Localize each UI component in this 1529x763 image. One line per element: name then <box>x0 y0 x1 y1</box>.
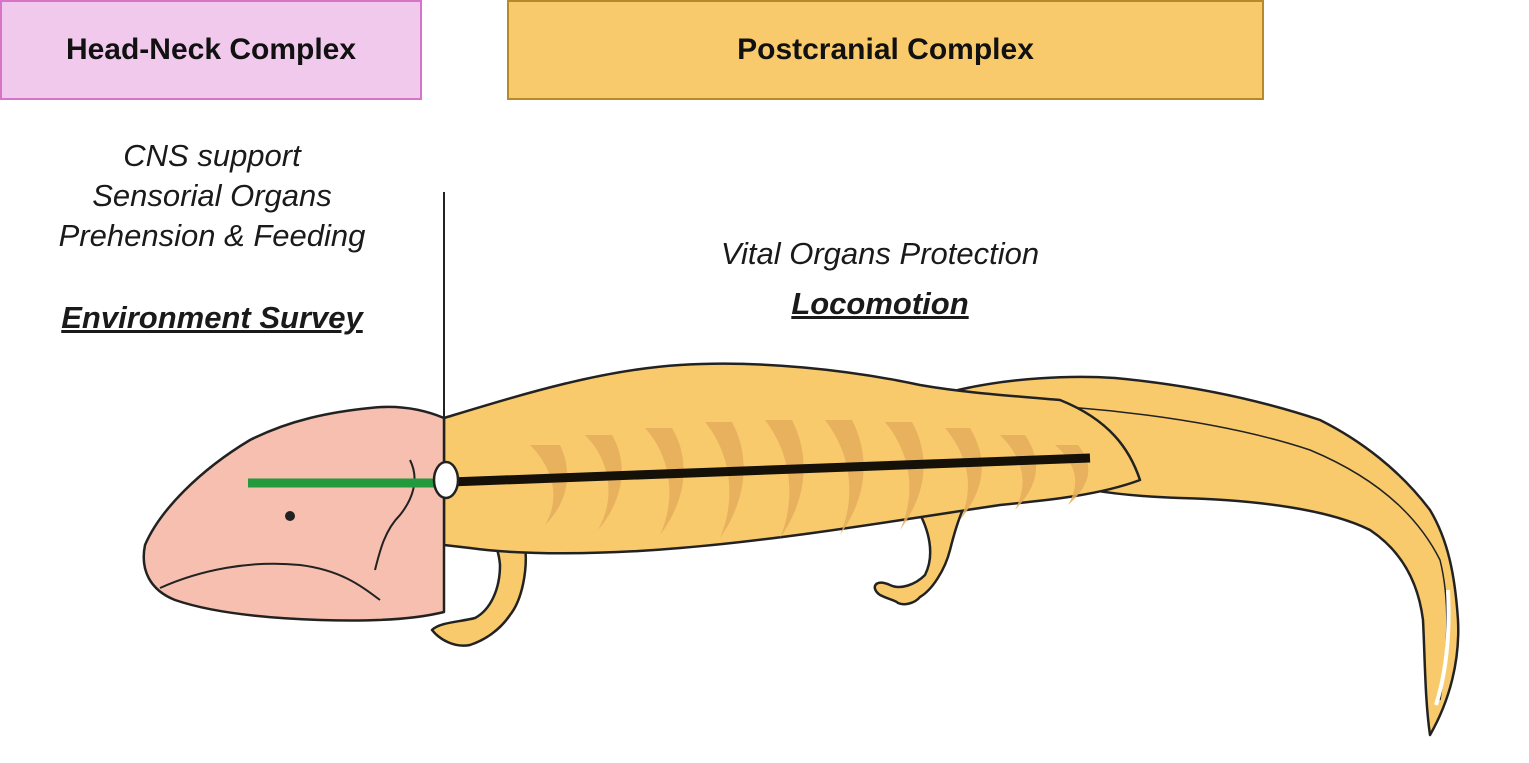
eye <box>285 511 295 521</box>
head-neck-complex-box: Head-Neck Complex <box>0 0 422 100</box>
head-function-item: CNS support <box>123 138 301 173</box>
body-stripes <box>530 420 1089 538</box>
postcranial-key-function: Locomotion <box>791 286 969 321</box>
gill-fold <box>374 459 416 571</box>
tail-fin-line <box>959 403 1448 701</box>
head-function-item: Sensorial Organs <box>92 178 332 213</box>
tail-fin-highlight <box>1434 589 1451 706</box>
head-neck-functions: CNS support Sensorial Organs Prehension … <box>20 136 404 256</box>
head-function-item: Prehension & Feeding <box>58 218 366 253</box>
postcranial-complex-box: Postcranial Complex <box>507 0 1264 100</box>
head-neck-complex-title: Head-Neck Complex <box>65 33 357 66</box>
postcranial-function-item: Vital Organs Protection <box>720 236 1040 271</box>
mouth-line <box>159 562 381 601</box>
vertebral-axis <box>449 453 1091 487</box>
postcranial-complex-title: Postcranial Complex <box>737 33 1034 66</box>
rear-leg <box>873 503 967 606</box>
head-neck-key-function: Environment Survey <box>61 300 363 335</box>
postcranial-functions: Vital Organs Protection <box>680 234 1080 274</box>
craniovertebral-joint-marker <box>432 460 460 500</box>
